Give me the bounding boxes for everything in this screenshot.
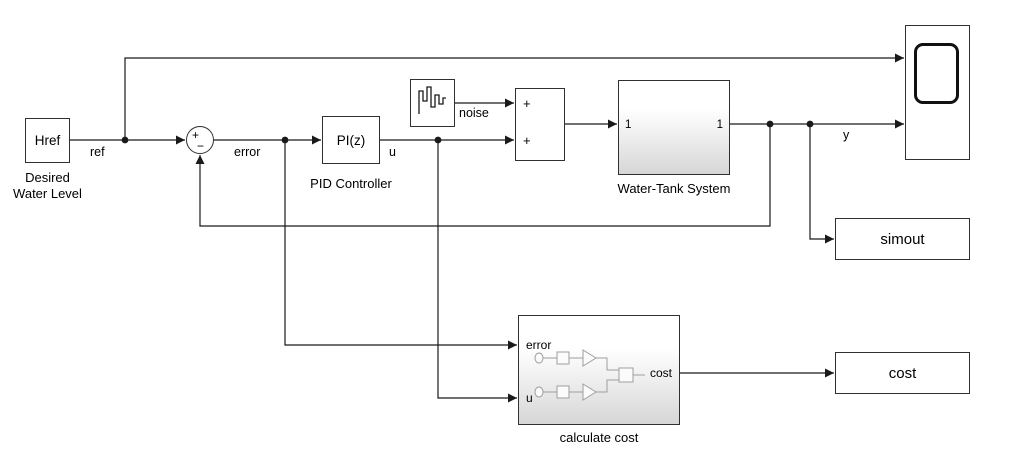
wire-u-branch-to-calccost[interactable] (437, 140, 517, 403)
add-plus-bottom-sign: + (523, 133, 531, 148)
calculate-cost-block[interactable]: error u cost (518, 315, 680, 425)
wire-branch-to-simout[interactable] (809, 124, 834, 244)
wire-ref-branch-to-scope[interactable] (124, 53, 904, 140)
href-block[interactable]: Href (25, 118, 70, 163)
error-signal-label: error (234, 145, 261, 159)
noise-name-label: noise (459, 106, 489, 120)
watertank-caption: Water-Tank System (617, 181, 731, 196)
calccost-caption: calculate cost (559, 430, 639, 445)
ref-signal-label: ref (90, 145, 105, 159)
simout-label: simout (880, 230, 925, 248)
wire-error-branch-to-calccost[interactable] (284, 140, 517, 350)
watertank-inport-label: 1 (625, 119, 632, 131)
watertank-outport-label: 1 (716, 119, 723, 131)
wire-feedback-to-sum[interactable] (195, 124, 771, 227)
add-plus-top-sign: + (523, 96, 531, 111)
add-block[interactable]: + + (515, 88, 565, 161)
pid-caption: PID Controller (310, 176, 392, 191)
cost-block[interactable]: cost (835, 352, 970, 394)
pid-label: PI(z) (336, 132, 366, 148)
u-signal-label: u (389, 145, 396, 159)
sum-minus-sign: − (197, 139, 205, 153)
noise-waveform-icon (418, 86, 446, 114)
pid-controller-block[interactable]: PI(z) (322, 116, 380, 164)
href-label: Href (34, 133, 61, 148)
watertank-block[interactable]: 1 1 (618, 80, 730, 175)
calccost-error-port-label: error (526, 338, 552, 352)
branch-dots (121, 120, 814, 144)
simout-block[interactable]: simout (835, 218, 970, 260)
cost-label: cost (888, 364, 917, 382)
y-signal-label: y (843, 128, 850, 142)
calccost-cost-port-label: cost (649, 366, 672, 380)
noise-block[interactable] (410, 79, 455, 127)
href-caption: Desired Water Level (13, 170, 82, 202)
scope-block[interactable] (905, 25, 970, 160)
sum-plus-sign: + (192, 128, 200, 142)
calccost-u-port-label: u (526, 391, 533, 405)
sum-block[interactable]: + − (186, 126, 214, 154)
subsystem-preview-icon (534, 349, 645, 401)
scope-screen-icon (914, 43, 959, 104)
